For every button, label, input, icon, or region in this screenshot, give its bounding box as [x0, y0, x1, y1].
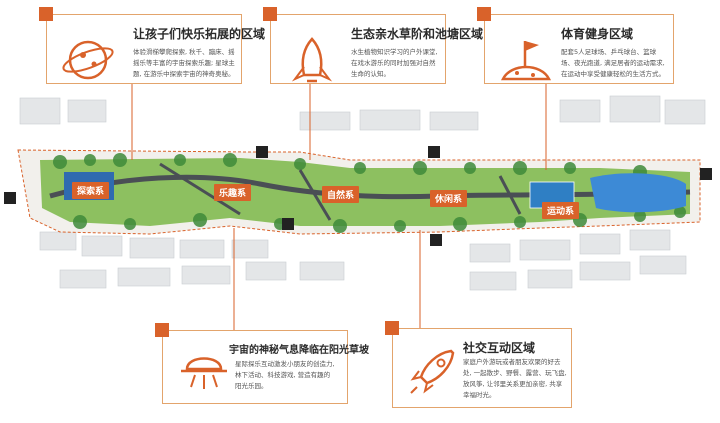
planet-icon	[62, 40, 114, 80]
card-sports-zone: 体育健身区域 配套5人足球场、乒乓球台、篮球场、夜光跑道, 满足居者的运动需求,…	[477, 7, 674, 84]
card-title: 体育健身区域	[561, 27, 634, 41]
ufo-icon	[181, 357, 227, 389]
card-title: 社交互动区域	[463, 341, 536, 355]
flag-hill-icon	[500, 41, 552, 81]
card-social-zone: 社交互动区域 家庭户外游玩或者朋友欢聚的好去处, 一起散步、野餐、露营、玩飞盘,…	[385, 321, 572, 408]
card-title: 宇宙的神秘气息降临在阳光草坡	[229, 345, 369, 356]
leader-lines	[131, 82, 547, 330]
park-lawn	[40, 158, 690, 226]
card-pond-zone: 生态亲水草阶和池塘区域 水生植物知识学习的户外课堂, 在戏水游乐的同时加强对自然…	[263, 7, 483, 84]
secondary-walkway	[159, 162, 522, 221]
card-tag	[477, 7, 491, 21]
zone-label: 运动系	[542, 202, 580, 219]
water-pond	[590, 173, 686, 213]
card-description: 星际探乐互动激发小朋友的创造力, 林下活动、科技游戏, 营造有趣的阳光乐园。	[235, 360, 335, 390]
card-tag	[39, 7, 53, 21]
card-expansion-zone: 让孩子们快乐拓展的区域 体验滑梯攀爬探索, 秋千、蹦床、摇摇乐等丰富的宇宙探索乐…	[39, 7, 265, 84]
rocket-icon	[291, 37, 333, 83]
zone-label: 探索系	[72, 182, 110, 199]
card-description: 家庭户外游玩或者朋友欢聚的好去处, 一起散步、野餐、露营、玩飞盘, 放风筝, 让…	[463, 358, 567, 399]
card-tag	[263, 7, 277, 21]
card-tag	[155, 323, 169, 337]
card-title: 让孩子们快乐拓展的区域	[133, 27, 266, 41]
rocket-launch-icon	[410, 349, 455, 394]
card-lawn-zone: 宇宙的神秘气息降临在阳光草坡 星际探乐互动激发小朋友的创造力, 林下活动、科技游…	[155, 323, 369, 404]
zone-label: 乐趣系	[214, 184, 252, 201]
surrounding-buildings	[19, 95, 706, 291]
zone-label: 休闲系	[430, 190, 468, 207]
card-description: 水生植物知识学习的户外课堂, 在戏水游乐的同时加强对自然生命的认知。	[351, 48, 438, 78]
card-tag	[385, 321, 399, 335]
card-title: 生态亲水草阶和池塘区域	[351, 27, 484, 41]
entrance-arrows	[4, 146, 712, 246]
card-description: 体验滑梯攀爬探索, 秋千、蹦床、摇摇乐等丰富的宇宙探索乐趣; 星球主题, 在游乐…	[133, 48, 235, 78]
card-description: 配套5人足球场、乒乓球台、篮球场、夜光跑道, 满足居者的运动需求, 在运动中享受…	[561, 48, 665, 78]
zone-label: 自然系	[322, 186, 360, 203]
